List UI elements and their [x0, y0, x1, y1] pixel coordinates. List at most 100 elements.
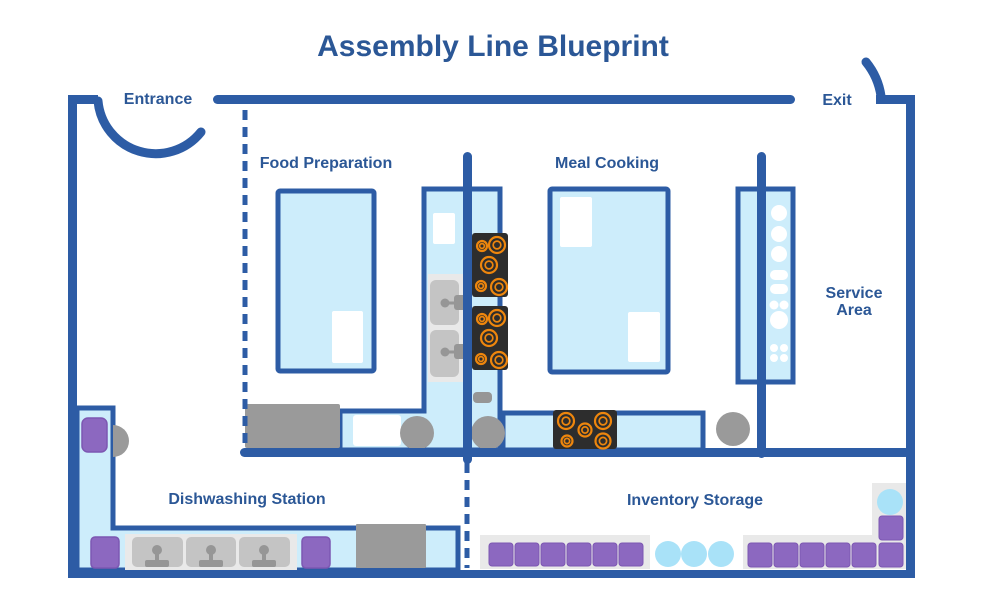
stove-burner: [479, 328, 499, 348]
stove-burner: [474, 279, 488, 293]
service-cup: [769, 300, 779, 310]
stool: [400, 416, 434, 450]
stove-burner-inner: [477, 282, 485, 290]
stove-burner-inner: [492, 313, 502, 323]
storage-bin: [877, 489, 903, 515]
wall-left: [68, 95, 77, 577]
stove-burner: [479, 255, 499, 275]
stove-burner-inner: [494, 282, 504, 292]
storage-crate: [851, 542, 877, 568]
stove-burner-inner: [478, 242, 486, 250]
service-cup: [780, 354, 788, 362]
page-title: Assembly Line Blueprint: [317, 30, 669, 63]
storage-crate: [488, 542, 514, 567]
service-cup: [770, 344, 778, 352]
service-cup: [780, 344, 788, 352]
entrance-door-arc: [93, 96, 206, 159]
stove-burner-inner: [598, 436, 608, 446]
label-service-area: Service Area: [825, 285, 883, 319]
stove-burner-inner: [484, 333, 494, 343]
label-dishwashing: Dishwashing Station: [168, 491, 326, 508]
faucet-stem: [262, 551, 266, 562]
stove-burner: [594, 432, 612, 450]
stove-burner-inner: [478, 315, 486, 323]
cutting-board: [433, 213, 455, 244]
stove-burner-inner: [492, 240, 502, 250]
faucet-knob: [440, 298, 450, 308]
wall-middle: [240, 448, 910, 457]
stove-burner-inner: [598, 416, 608, 426]
stove-burner-inner: [477, 355, 485, 363]
dish-equipment: [356, 524, 426, 568]
storage-crate: [799, 542, 825, 568]
stove-burner: [556, 411, 576, 431]
stove-burner: [489, 277, 509, 297]
wall-service-divider: [757, 152, 766, 458]
stove-burner-inner: [484, 260, 494, 270]
faucet-base: [145, 560, 169, 567]
wall-top-right-stub: [876, 95, 915, 104]
faucet-base: [252, 560, 276, 567]
stove-burner: [560, 434, 574, 448]
wall-right: [906, 95, 915, 578]
cutting-board: [332, 311, 363, 363]
faucet-knob: [259, 545, 269, 555]
stove-burner: [489, 350, 509, 370]
wall-prep-divider: [463, 152, 472, 464]
dish-rack: [90, 536, 120, 569]
service-tray: [770, 284, 788, 294]
dish-rack: [301, 536, 331, 569]
wall-bottom: [68, 570, 915, 578]
storage-crate: [592, 542, 618, 567]
service-plate: [771, 246, 787, 262]
storage-crate: [566, 542, 592, 567]
storage-crate: [825, 542, 851, 568]
faucet-knob: [152, 545, 162, 555]
stove-burner: [487, 308, 507, 328]
storage-bin: [681, 541, 707, 567]
service-plate: [771, 205, 787, 221]
prep-equipment: [245, 404, 340, 448]
storage-crate: [747, 542, 773, 568]
stove-burner: [475, 239, 489, 253]
storage-crate: [773, 542, 799, 568]
storage-crate: [514, 542, 540, 567]
storage-crate: [618, 542, 644, 567]
stove-burner-inner: [581, 426, 589, 434]
stove-burner: [577, 422, 593, 438]
white-board: [353, 415, 401, 446]
chair: [113, 425, 129, 457]
label-exit: Exit: [822, 92, 852, 109]
faucet-stem: [155, 551, 159, 562]
cutting-board: [560, 197, 592, 247]
label-food-preparation: Food Preparation: [259, 155, 393, 172]
label-meal-cooking: Meal Cooking: [554, 155, 660, 172]
storage-crate: [878, 515, 904, 541]
service-cup: [779, 300, 789, 310]
storage-bin: [655, 541, 681, 567]
cutting-board: [628, 312, 660, 362]
stove-burner-inner: [561, 416, 571, 426]
faucet-base: [199, 560, 223, 567]
label-inventory: Inventory Storage: [626, 492, 764, 509]
stool: [716, 412, 750, 446]
stove-burner: [487, 235, 507, 255]
dish-rack: [81, 417, 108, 453]
storage-crate: [540, 542, 566, 567]
stove-burner-inner: [563, 437, 571, 445]
wall-top: [213, 95, 795, 104]
service-cup: [770, 354, 778, 362]
label-entrance: Entrance: [123, 91, 193, 108]
service-tray: [770, 270, 788, 280]
stove-burner: [474, 352, 488, 366]
storage-bin: [708, 541, 734, 567]
stove-burner-inner: [494, 355, 504, 365]
faucet-stem: [209, 551, 213, 562]
storage-crate: [878, 542, 904, 568]
stove-burner: [475, 312, 489, 326]
stool: [471, 416, 505, 450]
service-plate: [771, 226, 787, 242]
faucet-knob: [206, 545, 216, 555]
